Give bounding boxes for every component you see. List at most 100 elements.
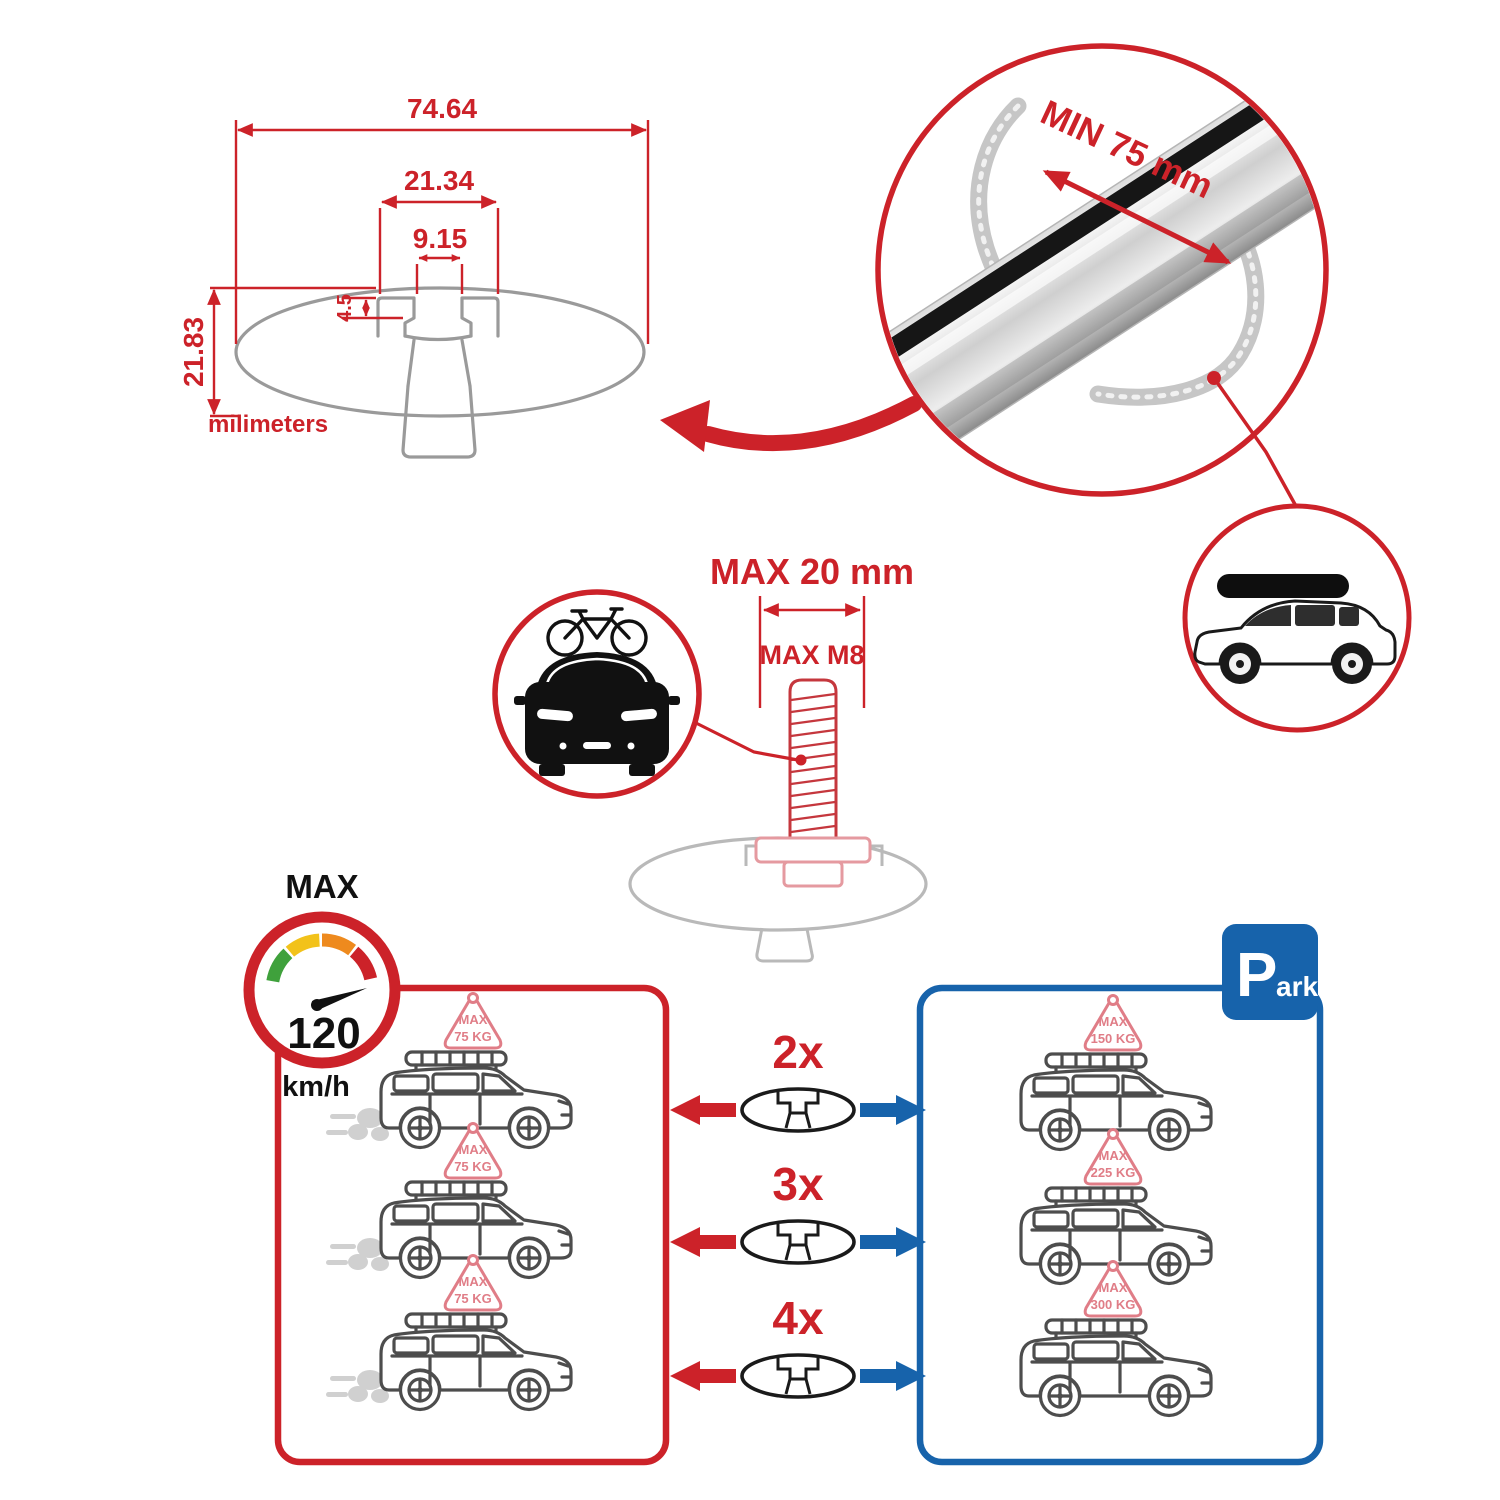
extension-lines	[342, 296, 403, 320]
max-load-sign: MAX 150 KG	[1083, 994, 1143, 1052]
gauge-max-label: MAX	[285, 868, 358, 905]
profile-stem	[401, 384, 477, 459]
bolt-flange	[754, 836, 872, 864]
zoom-arrow	[660, 396, 922, 452]
dim-total-height-label: 21.83	[178, 317, 209, 387]
bolt-extension-lines	[758, 596, 866, 708]
car-mirror	[514, 696, 526, 705]
sign-line2: 225 KG	[1091, 1165, 1136, 1180]
gauge-arc-red	[349, 946, 378, 981]
extension-lines	[415, 264, 464, 294]
bolt-t-foot	[782, 860, 844, 888]
t-slot-bottom	[403, 334, 473, 342]
dim-total-width-label: 74.64	[407, 93, 477, 124]
crossbar-option-3x: 3x	[670, 1158, 926, 1265]
suv-wheel-hub	[1348, 660, 1356, 668]
bicycle-icon	[546, 607, 648, 657]
units-label: milimeters	[208, 411, 328, 438]
max-bolt-length-label: MAX 20 mm	[710, 551, 914, 592]
max-thread-label: MAX M8	[759, 640, 864, 670]
car-front-art	[514, 652, 680, 776]
sign-line1: MAX	[459, 1012, 488, 1027]
t-bolt	[754, 678, 872, 888]
park-sign-background	[1222, 924, 1318, 1020]
bar-zoom-view: MIN 75 mm	[875, 43, 1329, 509]
ghost-stem	[755, 927, 814, 963]
t-slot-channel	[460, 296, 500, 338]
bolt-callout-dot	[795, 754, 807, 766]
car-foglight	[559, 742, 567, 750]
extension-lines	[378, 208, 500, 294]
callout-line	[1212, 376, 1299, 509]
car-body	[525, 682, 669, 764]
bar-profile-ellipse	[234, 286, 646, 418]
speed-limit-gauge: MAX 120 km/h	[243, 868, 401, 1103]
exhaust-smoke	[326, 1238, 389, 1271]
parked-car-1: MAX 150 KG	[1019, 994, 1213, 1152]
sign-line2: 75 KG	[454, 1291, 492, 1306]
car-foglight	[627, 742, 635, 750]
park-sign-p: P	[1236, 941, 1277, 1010]
gauge-needle-pivot	[311, 999, 323, 1011]
right-arrow	[860, 1095, 926, 1125]
gauge-arc-green	[266, 948, 293, 983]
driving-car-1: MAX 75 KG	[326, 992, 573, 1150]
gauge-arc-orange	[321, 933, 357, 956]
count-label: 3x	[772, 1158, 824, 1210]
bike-frame	[563, 607, 631, 640]
gauge-needle	[312, 988, 367, 1011]
min-span-arrow	[1042, 169, 1232, 265]
exhaust-smoke	[326, 1108, 389, 1141]
car-front-view	[492, 589, 807, 799]
sign-line1: MAX	[1099, 1148, 1128, 1163]
gauge-speed-value: 120	[287, 1009, 360, 1058]
car-headlight	[621, 708, 657, 722]
suv-with-roofbox	[1193, 574, 1397, 684]
clamp-sketch-right-hatch	[1095, 215, 1259, 400]
suv-window	[1295, 605, 1335, 626]
car-wheel	[539, 764, 565, 776]
suv-wheel-hub	[1236, 660, 1244, 668]
park-sign: P ark	[1222, 924, 1318, 1020]
sign-line2: 150 KG	[1091, 1031, 1136, 1046]
bolt-section: MAX 20 mm MAX M8	[492, 551, 928, 963]
suv-roofbox-view	[1182, 503, 1412, 733]
crossbar-icon	[740, 1219, 856, 1265]
sign-line2: 75 KG	[454, 1159, 492, 1174]
crossbar-option-2x: 2x	[670, 1026, 926, 1133]
exhaust-smoke	[326, 1370, 389, 1403]
parked-car-2: MAX 225 KG	[1019, 1128, 1213, 1286]
left-arrow	[670, 1227, 736, 1257]
bar-shadow	[884, 107, 1323, 461]
driving-car-2: MAX 75 KG	[326, 1122, 573, 1280]
extension-lines	[210, 286, 376, 418]
car-headlight	[537, 708, 573, 722]
driving-car-3: MAX 75 KG	[326, 1254, 573, 1412]
sign-line2: 300 KG	[1091, 1297, 1136, 1312]
suv-windshield	[1245, 605, 1291, 626]
dim-slot-depth-label: 4.5	[334, 294, 356, 322]
sign-line1: MAX	[459, 1142, 488, 1157]
max-load-sign: MAX 75 KG	[443, 992, 503, 1050]
roof-box	[1217, 574, 1349, 598]
count-label: 4x	[772, 1292, 824, 1344]
zoom-arrow-head	[660, 400, 710, 452]
zoom-arrow-tail	[700, 396, 922, 452]
park-sign-ark: ark	[1276, 971, 1318, 1002]
sign-line1: MAX	[1099, 1280, 1128, 1295]
parked-car-3: MAX 300 KG	[1019, 1260, 1213, 1418]
t-slot-channel	[376, 296, 416, 338]
bike-wheel	[610, 619, 648, 657]
car-wheel	[629, 764, 655, 776]
car-grille	[583, 742, 611, 749]
max-load-sign: MAX 300 KG	[1083, 1260, 1143, 1318]
crossbar-icon	[740, 1353, 856, 1399]
right-arrow	[860, 1361, 926, 1391]
bike-wheel	[546, 619, 584, 657]
sign-line2: 75 KG	[454, 1029, 492, 1044]
car-mirror	[668, 696, 680, 705]
sign-line1: MAX	[1099, 1014, 1128, 1029]
max-load-sign: MAX 75 KG	[443, 1254, 503, 1312]
